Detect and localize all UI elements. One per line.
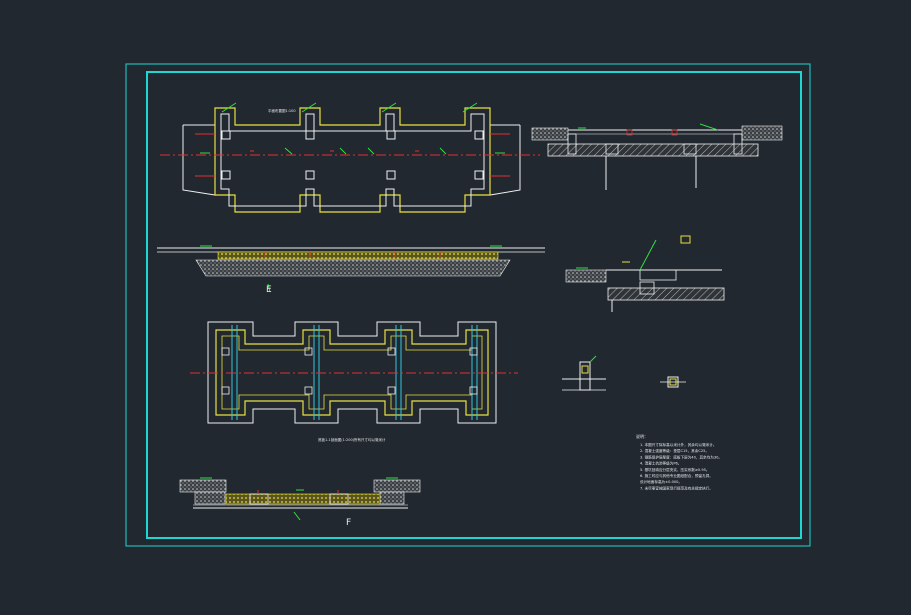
note-line: 7. 未尽事宜按国家现行规范及有关规定执行。: [640, 485, 713, 490]
note-line: 4. 混凝土抗渗等级为P6。: [640, 461, 681, 466]
middle-right-detail: [565, 235, 725, 312]
top-plan-view: 平面布置图1:100: [160, 102, 540, 213]
note-line: 3. 钢筋保护层厚度：底板下层为40，其余均为30。: [640, 454, 722, 459]
inner-frame: [146, 71, 802, 539]
note-line: 设计地面标高为±0.000。: [640, 479, 682, 484]
long-section: E: [157, 245, 545, 295]
notes-title: 说明：: [636, 433, 648, 439]
section-label-e: E: [266, 285, 272, 295]
note-line: 5. 基坑回填应分层夹实，压实系数≥0.95。: [640, 467, 710, 472]
note-line: 6. 施工时应与其他专业图纸配合，预留孔洞。: [640, 473, 713, 478]
plan-note: 底板1-1剖面图(1:200)所有尺寸均以毫米计: [318, 437, 386, 442]
top-right-section: [531, 123, 783, 190]
lower-plan-view: 底板1-1剖面图(1:200)所有尺寸均以毫米计: [190, 321, 518, 442]
note-line: 2. 混凝土强度等级：垫层C15，其余C25。: [640, 448, 709, 453]
small-details: [562, 355, 686, 391]
top-plan-note: 平面布置图1:100: [268, 108, 296, 113]
bottom-section: F: [179, 477, 421, 528]
notes-block: 说明： 1. 本图尺寸除标高以米计外，其余均以毫米计。2. 混凝土强度等级：垫层…: [636, 433, 722, 490]
outer-frame: [125, 63, 811, 547]
section-label-f: F: [346, 518, 351, 528]
note-line: 1. 本图尺寸除标高以米计外，其余均以毫米计。: [640, 442, 716, 447]
